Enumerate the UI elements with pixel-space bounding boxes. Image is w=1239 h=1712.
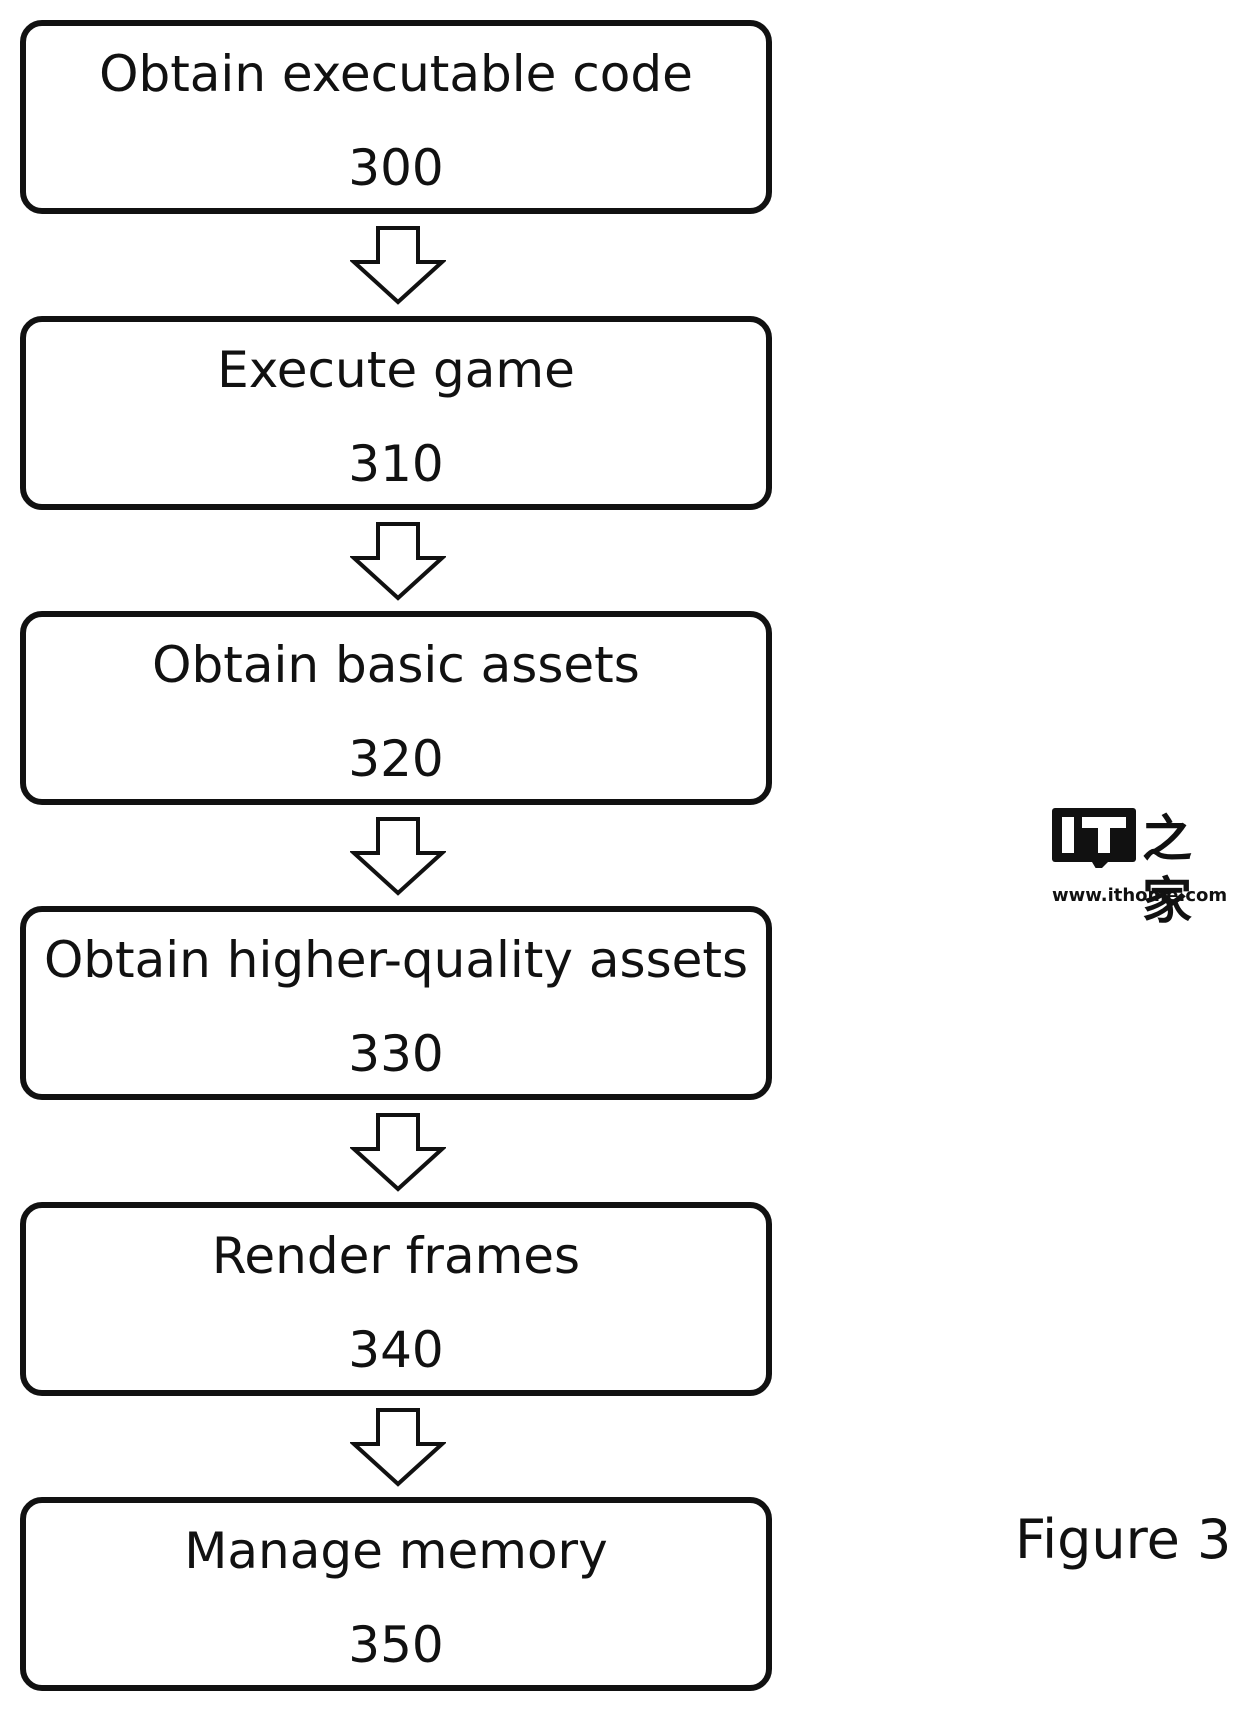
step-number: 340 bbox=[348, 1321, 444, 1379]
down-arrow-icon bbox=[350, 226, 446, 305]
step-label: Render frames bbox=[211, 1227, 581, 1285]
down-arrow-icon bbox=[350, 817, 446, 896]
step-number: 310 bbox=[348, 435, 444, 493]
down-arrow-icon bbox=[350, 1408, 446, 1487]
it-logo-icon bbox=[1052, 808, 1136, 868]
ithome-watermark-logo: 之家 www.ithome.com bbox=[1052, 808, 1230, 930]
step-box-350: Manage memory 350 bbox=[20, 1497, 772, 1691]
down-arrow-icon bbox=[350, 1113, 446, 1192]
step-label: Obtain executable code bbox=[99, 45, 693, 103]
step-number: 300 bbox=[348, 139, 444, 197]
step-label: Obtain higher-quality assets bbox=[43, 931, 749, 989]
step-box-300: Obtain executable code 300 bbox=[20, 20, 772, 214]
step-box-330: Obtain higher-quality assets 330 bbox=[20, 906, 772, 1100]
step-number: 350 bbox=[348, 1616, 444, 1674]
figure-caption: Figure 3 bbox=[1015, 1508, 1232, 1571]
step-label: Manage memory bbox=[184, 1522, 608, 1580]
step-box-310: Execute game 310 bbox=[20, 316, 772, 510]
step-number: 330 bbox=[348, 1025, 444, 1083]
watermark-url: www.ithome.com bbox=[1052, 885, 1228, 906]
logo-cjk-text: 之家 bbox=[1142, 809, 1192, 930]
step-number: 320 bbox=[348, 730, 444, 788]
step-box-340: Render frames 340 bbox=[20, 1202, 772, 1396]
down-arrow-icon bbox=[350, 522, 446, 601]
step-label: Execute game bbox=[217, 341, 575, 399]
step-box-320: Obtain basic assets 320 bbox=[20, 611, 772, 805]
step-label: Obtain basic assets bbox=[152, 636, 640, 694]
